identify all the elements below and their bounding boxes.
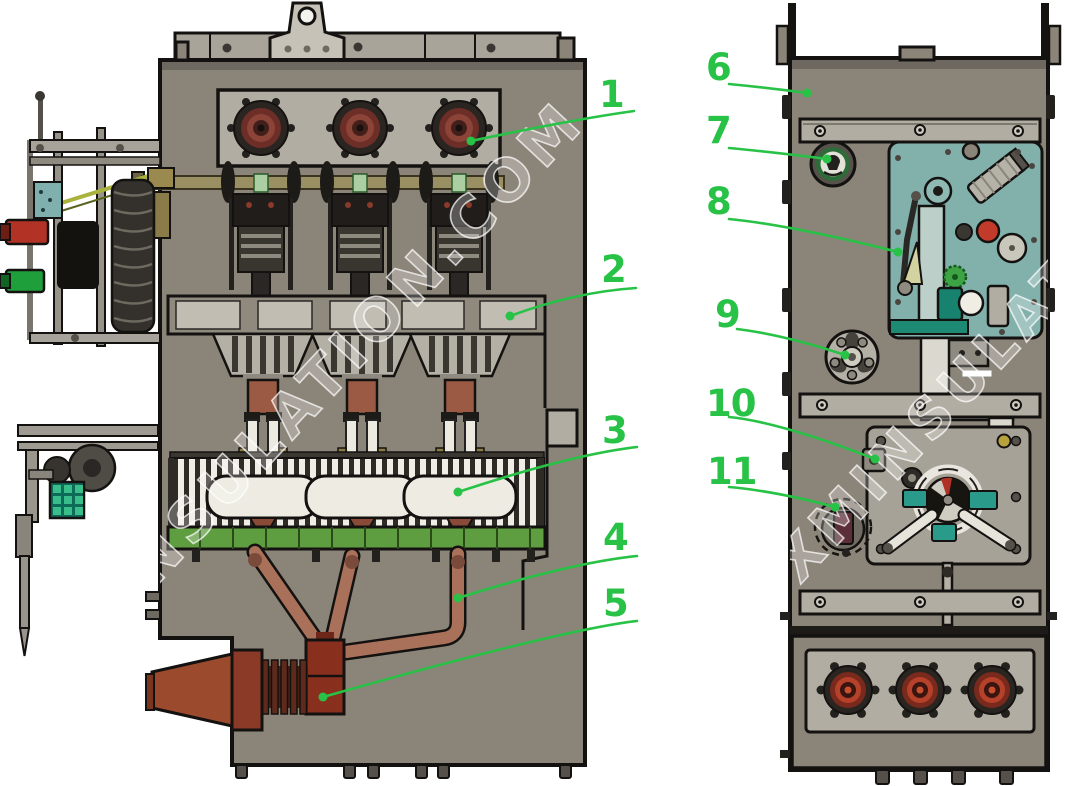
trip-coil	[966, 147, 1031, 204]
upper-bushings	[226, 97, 494, 159]
leader-dot-8	[893, 247, 903, 257]
upper-bushing-panel	[216, 88, 502, 168]
leader-dot-7	[822, 154, 832, 164]
leader-dot-5	[318, 692, 328, 702]
callout-4: 4	[603, 516, 629, 559]
leader-line-11	[727, 485, 837, 509]
leader-line-10	[727, 415, 877, 461]
lower-bushings	[815, 661, 1025, 719]
leader-line-3	[456, 445, 639, 494]
operations-counter-gauge	[809, 140, 857, 188]
interlock-knob	[813, 497, 873, 557]
leader-line-5	[321, 619, 639, 699]
callout-7: 7	[706, 109, 732, 152]
drive-shaft	[131, 171, 505, 194]
interlock-mechanism-plate	[861, 425, 1032, 649]
trip-lever	[900, 193, 919, 287]
leader-line-1	[469, 109, 636, 143]
callout-2: 2	[601, 248, 627, 291]
cable-bushing	[145, 632, 346, 732]
leader-line-8	[727, 217, 900, 254]
shaft-hub	[824, 329, 880, 385]
leader-line-4	[456, 554, 639, 600]
leader-line-6	[727, 82, 809, 95]
lower-rail	[798, 589, 1042, 616]
hinge-tabs	[780, 95, 1057, 758]
side-view-drawing: XMINSULATION.COM	[775, 3, 1062, 785]
side-cabinet-feet	[875, 769, 1014, 785]
callout-1: 1	[599, 73, 625, 116]
support-beam	[166, 294, 547, 336]
leader-dot-11	[830, 502, 840, 512]
upper-rail	[798, 117, 1042, 144]
leader-dot-3	[453, 487, 463, 497]
leader-dot-6	[802, 88, 812, 98]
callout-6: 6	[706, 46, 732, 89]
leader-dot-2	[505, 311, 515, 321]
closing-spring	[110, 178, 156, 334]
middle-rail	[798, 392, 1042, 419]
leader-lines	[318, 82, 903, 702]
leader-line-7	[727, 146, 829, 161]
red-handle	[0, 218, 50, 246]
leader-dot-10	[870, 454, 880, 464]
callout-10: 10	[706, 382, 756, 425]
side-operating-mechanism	[0, 91, 175, 657]
leader-dot-1	[466, 136, 476, 146]
callout-11: 11	[707, 450, 757, 493]
front-cabinet-feet	[235, 764, 572, 779]
mechanism-panel	[887, 140, 1044, 340]
lower-bushing-compartment	[790, 634, 1048, 770]
leader-line-2	[508, 286, 638, 318]
leader-dot-9	[840, 350, 850, 360]
callout-9: 9	[715, 293, 741, 336]
leader-dot-4	[453, 593, 463, 603]
callout-5: 5	[603, 582, 629, 625]
copper-busbar-pipes	[246, 543, 467, 661]
disconnect-switch	[166, 451, 547, 562]
green-handle	[0, 268, 46, 294]
callout-8: 8	[706, 180, 732, 223]
leader-line-9	[735, 327, 847, 357]
front-view-drawing: XMINSULATION.COM	[0, 1, 587, 779]
callout-3: 3	[602, 409, 628, 452]
terminal-block	[48, 480, 86, 520]
top-mounting-rail	[173, 1, 562, 63]
